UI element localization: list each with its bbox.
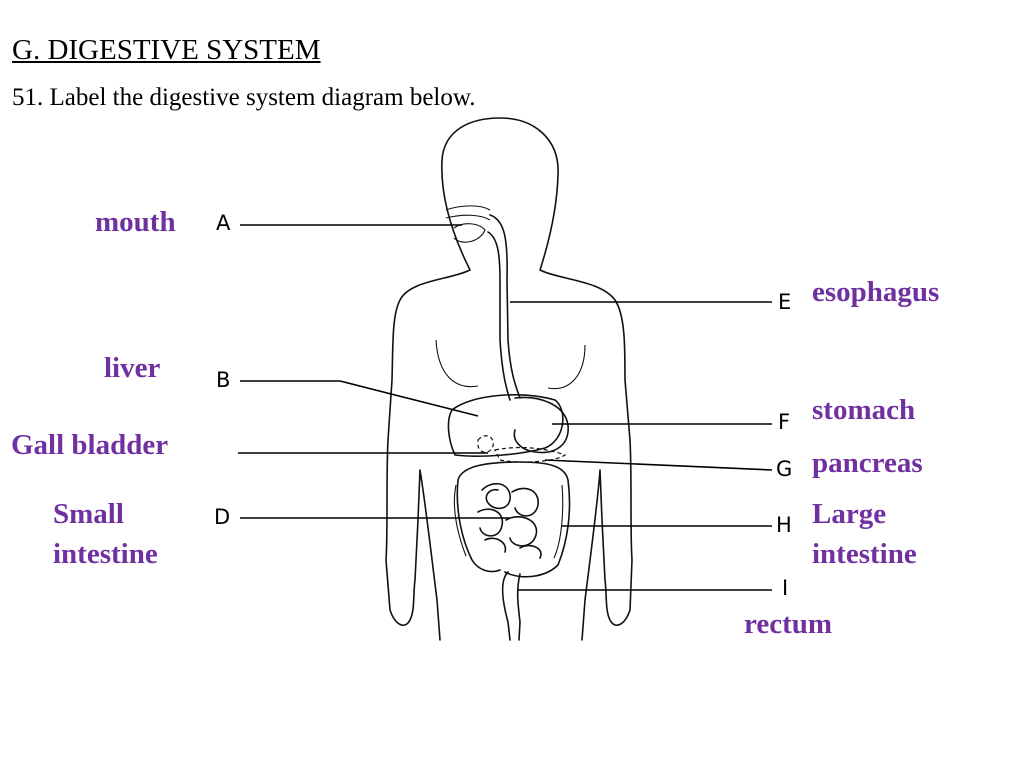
leader-line-b xyxy=(240,380,479,417)
label-letter-d: D xyxy=(214,505,231,529)
chest-curve-left xyxy=(435,339,479,388)
page-title: G. DIGESTIVE SYSTEM xyxy=(12,34,321,66)
pancreas-organ xyxy=(494,446,567,463)
label-letter-i: I xyxy=(782,576,789,600)
answer-esophagus: esophagus xyxy=(812,276,940,308)
gall-bladder-organ xyxy=(477,435,494,453)
small-intestine-organ xyxy=(477,482,542,559)
answer-large-intestine-line1: Large xyxy=(812,498,887,530)
esophagus-tube xyxy=(489,214,521,399)
esophagus-tube-inner xyxy=(487,231,511,401)
answer-small-intestine-line1: Small xyxy=(53,498,124,530)
large-intestine-inner xyxy=(453,484,564,559)
leader-line-g xyxy=(544,459,773,471)
stomach-organ xyxy=(513,396,569,454)
label-letter-e: E xyxy=(778,290,792,314)
label-letter-a: A xyxy=(216,211,231,235)
liver-organ xyxy=(447,394,564,457)
answer-gall-bladder: Gall bladder xyxy=(11,429,169,461)
answer-small-intestine-line2: intestine xyxy=(53,538,158,570)
label-letter-b: B xyxy=(216,368,231,392)
label-letter-g: G xyxy=(776,457,793,481)
answer-stomach: stomach xyxy=(812,394,916,426)
answer-pancreas: pancreas xyxy=(812,447,923,479)
label-letter-h: H xyxy=(776,513,792,537)
label-letter-f: F xyxy=(778,410,791,434)
chest-curve-right xyxy=(547,344,586,390)
answer-rectum: rectum xyxy=(744,608,833,640)
large-intestine-organ xyxy=(456,461,571,578)
nasal-cavity xyxy=(445,205,491,221)
answer-liver: liver xyxy=(104,352,161,384)
answer-large-intestine-line2: intestine xyxy=(812,538,917,570)
answer-mouth: mouth xyxy=(95,206,176,238)
question-instruction: 51. Label the digestive system diagram b… xyxy=(12,84,476,111)
rectum-organ xyxy=(501,571,521,641)
oral-cavity xyxy=(453,223,486,243)
body-outline xyxy=(385,117,633,641)
